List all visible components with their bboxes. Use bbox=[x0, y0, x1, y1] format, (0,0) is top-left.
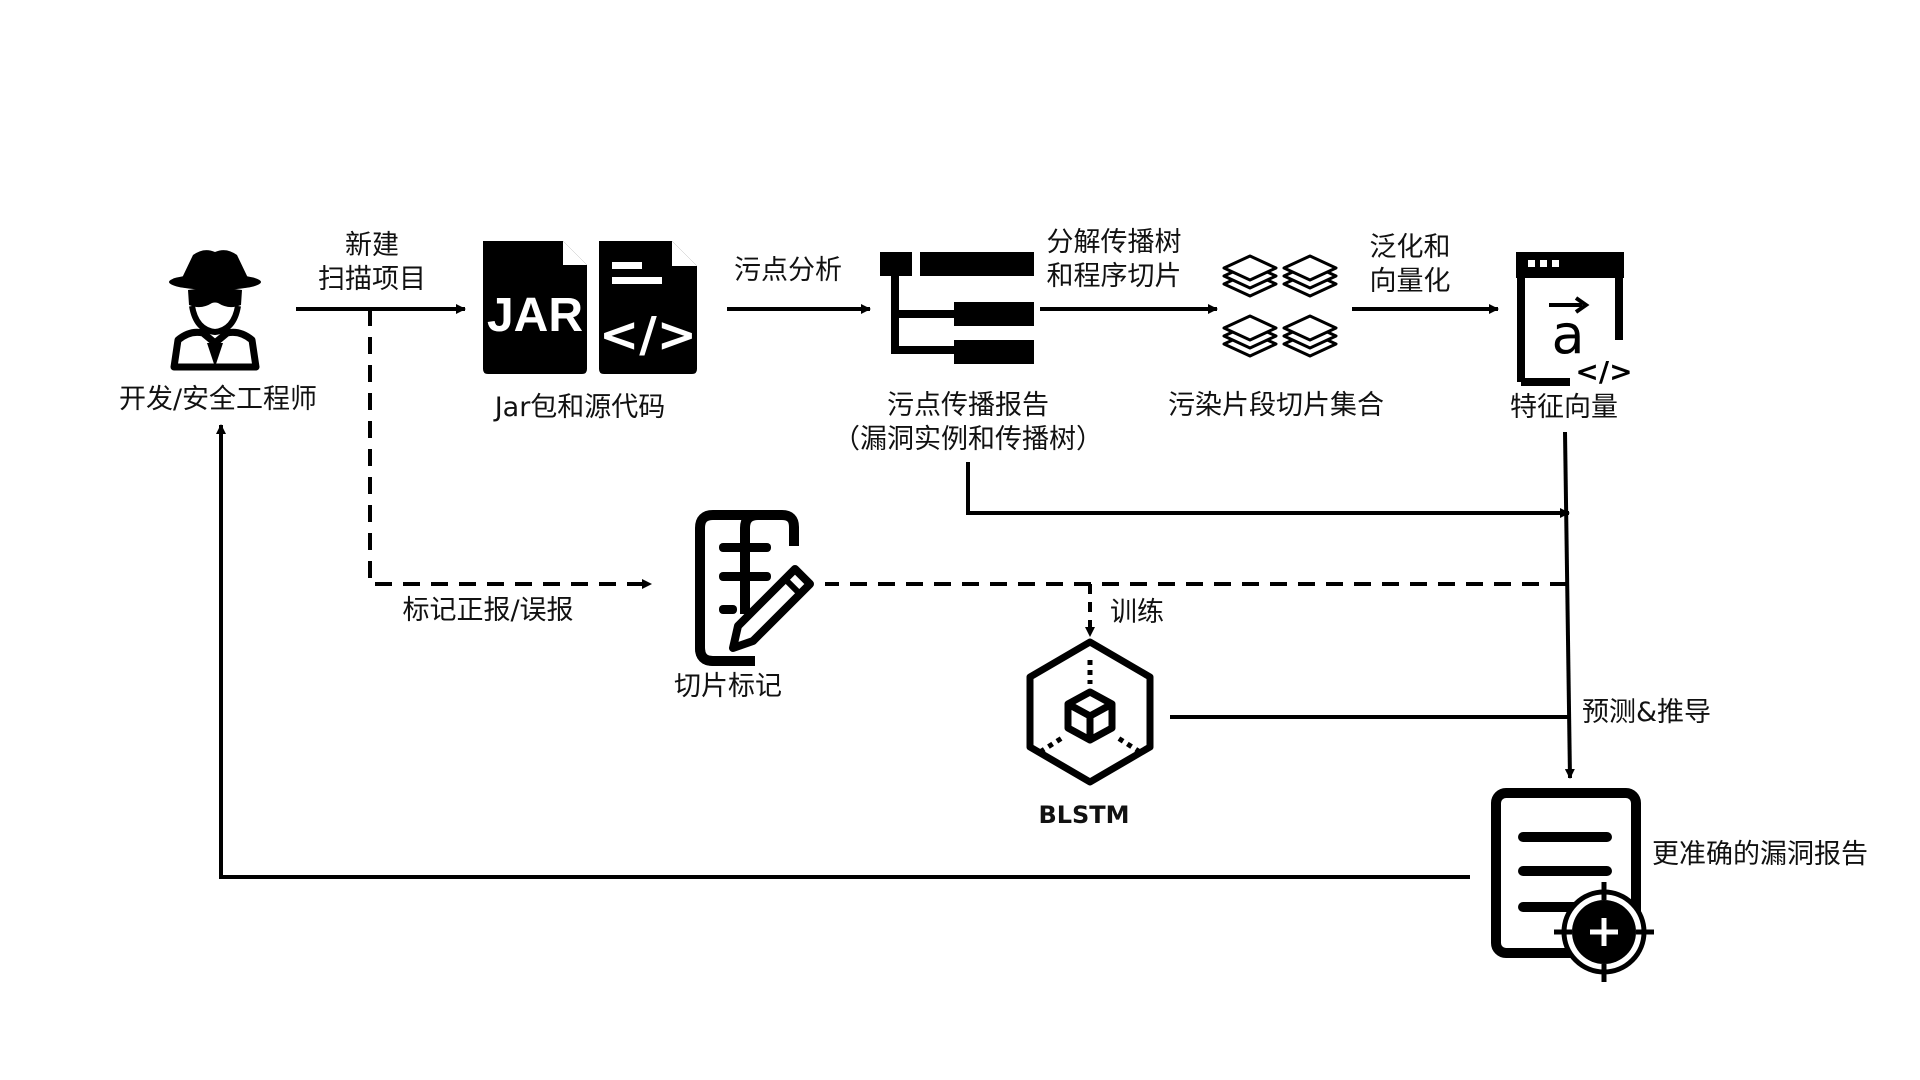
spy-user-icon bbox=[169, 250, 261, 371]
edge-label-predict: 预测&推导 bbox=[1582, 697, 1712, 728]
stacked-layers-icon bbox=[1222, 254, 1338, 358]
jar-file-icon: JAR bbox=[483, 241, 587, 374]
document-edit-icon bbox=[695, 510, 814, 666]
cube-model-icon bbox=[1026, 638, 1154, 786]
slices-label: 污染片段切片集合 bbox=[1168, 390, 1384, 421]
arrow-report-to-vertical-bus bbox=[966, 462, 1570, 518]
arrow-final-report-to-engineer bbox=[216, 424, 1470, 879]
edge-label-taint-analysis: 污点分析 bbox=[734, 255, 842, 286]
jar-source-label: Jar包和源代码 bbox=[494, 392, 666, 423]
tree-list-icon bbox=[880, 252, 1034, 364]
final-report-label: 更准确的漏洞报告 bbox=[1652, 839, 1868, 870]
edge-label-train: 训练 bbox=[1110, 597, 1164, 628]
slice-mark-label: 切片标记 bbox=[674, 671, 782, 702]
jar-icon-text: JAR bbox=[487, 289, 583, 342]
taint-report-label: 污点传播报告 bbox=[887, 390, 1049, 421]
blstm-label: BLSTM bbox=[1038, 801, 1130, 829]
vector-glyph: a bbox=[1551, 303, 1584, 366]
features-label: 特征向量 bbox=[1510, 392, 1618, 423]
taint-report-sublabel: （漏洞实例和传播树） bbox=[833, 424, 1103, 455]
edge-label-generalize-2: 向量化 bbox=[1369, 266, 1451, 297]
vector-window-icon: a </> bbox=[1516, 252, 1633, 388]
edge-label-generalize-1: 泛化和 bbox=[1369, 232, 1451, 263]
edge-label-mark: 标记正报/误报 bbox=[402, 595, 574, 626]
dashed-arrow-scan-to-slice-mark bbox=[368, 309, 652, 589]
code-file-glyph: </> bbox=[599, 307, 697, 363]
code-file-icon: </> bbox=[599, 241, 697, 374]
edge-label-decompose-2: 和程序切片 bbox=[1046, 261, 1182, 292]
edge-label-new-scan-2: 扫描项目 bbox=[318, 264, 426, 295]
edges bbox=[216, 304, 1575, 879]
report-target-icon bbox=[1491, 788, 1654, 982]
arrow-features-to-final-report bbox=[1563, 431, 1575, 779]
edge-label-decompose-1: 分解传播树 bbox=[1046, 227, 1182, 258]
edge-label-new-scan-1: 新建 bbox=[345, 230, 399, 261]
engineer-label: 开发/安全工程师 bbox=[118, 384, 318, 415]
vector-code-glyph: </> bbox=[1575, 355, 1632, 388]
